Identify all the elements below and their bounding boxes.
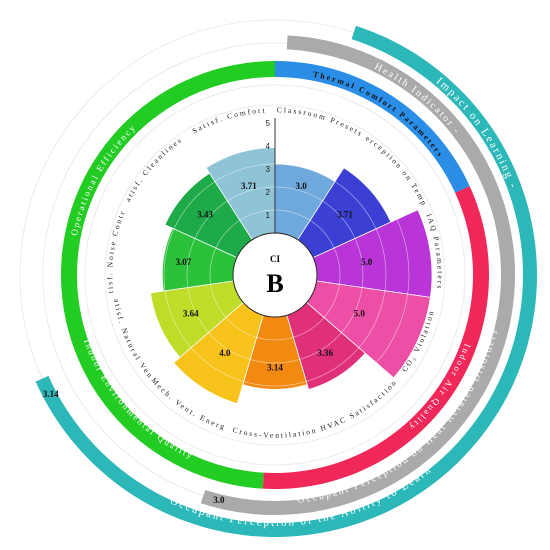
value-labels: 3.0 3.71 5.0 5.0 3.36 3.14 4.0 3.64 3.07 3.43 3.71 [175, 181, 372, 372]
value-label-6: 4.0 [219, 348, 231, 358]
wedges [150, 147, 433, 404]
group-ring-0 [275, 61, 470, 193]
category-label-0: Classroom Presets [277, 105, 365, 139]
grid-spoke [286, 315, 320, 426]
grid-spoke [119, 280, 234, 298]
radial-ticks: 1 2 3 4 5 [266, 119, 271, 220]
value-label-0: 3.0 [295, 181, 307, 191]
center-label: CI [270, 254, 280, 264]
category-label-10: Satisf. Comfort [191, 105, 267, 135]
center-grade: B [266, 269, 283, 298]
value-label-5: 3.14 [267, 363, 283, 373]
value-label-9: 3.43 [197, 209, 213, 219]
guide-circle [104, 104, 446, 446]
radial-grid [117, 117, 433, 433]
group-ring-1 [262, 186, 490, 490]
impact-ring-value: 3.14 [43, 389, 59, 399]
grid-spoke [156, 302, 244, 379]
category-label-5: Cross-Ventilation [232, 425, 319, 440]
value-label-10: 3.71 [241, 181, 257, 191]
grid-spoke [230, 315, 264, 426]
grid-spoke [316, 280, 431, 298]
value-label-1: 3.71 [337, 209, 353, 219]
health-ring-value: 3.0 [213, 495, 225, 505]
value-label-8: 3.07 [175, 257, 191, 267]
grid-spoke [297, 142, 361, 240]
grid-spoke [306, 302, 394, 379]
tick-label-2: 2 [266, 188, 271, 197]
tick-label-4: 4 [266, 142, 271, 151]
center-badge: CI B [232, 232, 318, 318]
value-label-2: 5.0 [361, 257, 373, 267]
guide-circle [84, 84, 466, 466]
grid-spoke [132, 209, 237, 258]
tick-label-3: 3 [266, 165, 271, 174]
tick-label-1: 1 [266, 211, 271, 220]
tick-label-5: 5 [266, 119, 271, 128]
value-label-4: 3.36 [317, 348, 333, 358]
grid-spoke [189, 142, 253, 240]
value-label-7: 3.64 [183, 308, 199, 318]
category-label-4: HVAC Satisfaction [319, 377, 399, 433]
value-label-3: 5.0 [354, 308, 366, 318]
grid-spoke [313, 209, 418, 258]
